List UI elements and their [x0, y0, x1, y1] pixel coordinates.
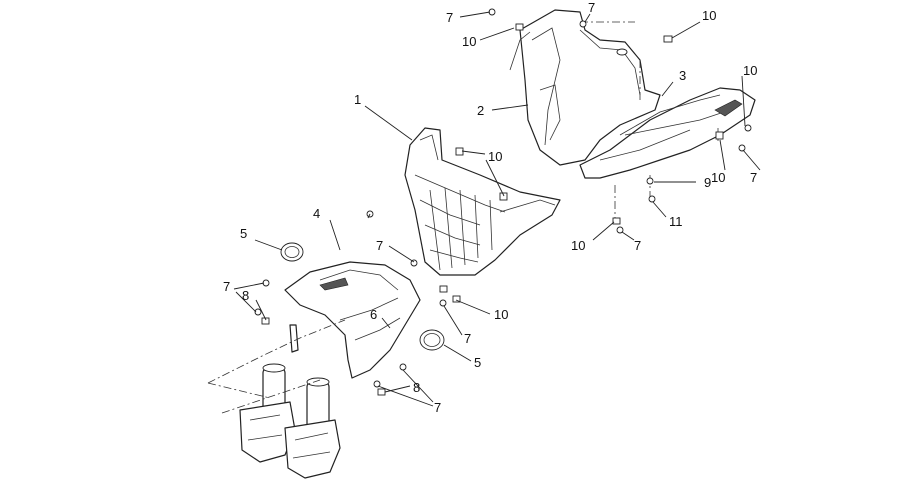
- callout-3: 3: [679, 68, 686, 83]
- callout-8: 8: [413, 380, 420, 395]
- callout-7: 7: [223, 279, 230, 294]
- callout-9: 9: [704, 175, 711, 190]
- callout-11: 11: [669, 214, 683, 229]
- screw-icon: [744, 124, 752, 132]
- callout-10: 10: [571, 238, 585, 253]
- clip-icon: [612, 217, 621, 225]
- callout-7: 7: [634, 238, 641, 253]
- screw-icon: [254, 308, 262, 316]
- leader-lines: [233, 11, 761, 407]
- upper-cover-part-2: [509, 9, 661, 166]
- clip-icon: [663, 35, 673, 43]
- callout-8: 8: [242, 288, 249, 303]
- clip-icon: [499, 192, 508, 201]
- callout-10: 10: [743, 63, 757, 78]
- callout-10: 10: [494, 307, 508, 322]
- clip-icon: [455, 147, 464, 156]
- side-fairing-part-3: [579, 87, 756, 179]
- callout-5: 5: [240, 226, 247, 241]
- callout-5: 5: [474, 355, 481, 370]
- callout-10: 10: [711, 170, 725, 185]
- callout-4: 4: [313, 206, 320, 221]
- callout-7: 7: [464, 331, 471, 346]
- callout-labels: 7 10 7 10 3 2 10 1 10 4 5 7 7 8 6 10 7 5…: [223, 0, 757, 415]
- headlight-grille-part-1: [404, 127, 561, 276]
- grille-mesh: [429, 187, 493, 271]
- callout-2: 2: [477, 103, 484, 118]
- callout-7: 7: [434, 400, 441, 415]
- callout-7: 7: [750, 170, 757, 185]
- screw-icon: [616, 226, 624, 234]
- clip-icon: [515, 23, 524, 31]
- reflector-cap-right-part-5: [419, 329, 445, 351]
- callout-6: 6: [370, 307, 377, 322]
- screw-icon: [646, 177, 654, 185]
- callout-10: 10: [462, 34, 476, 49]
- callout-10: 10: [702, 8, 716, 23]
- screw-icon: [439, 299, 447, 307]
- callout-7: 7: [446, 10, 453, 25]
- callout-10: 10: [488, 149, 502, 164]
- front-mudguard-part-4: [284, 261, 421, 379]
- screw-icon: [373, 380, 381, 388]
- screw-icon: [399, 363, 407, 371]
- clip-icon: [452, 295, 461, 303]
- hardware: [254, 8, 752, 396]
- clip-icon: [377, 388, 386, 396]
- front-fork-legs: [239, 363, 341, 479]
- reflector-cap-left-part-5: [280, 242, 304, 262]
- screw-icon: [579, 20, 587, 28]
- clip-icon: [439, 285, 448, 293]
- callout-7: 7: [376, 238, 383, 253]
- clip-icon: [715, 131, 724, 140]
- callout-1: 1: [354, 92, 361, 107]
- screw-icon: [738, 144, 746, 152]
- callout-7: 7: [588, 0, 595, 15]
- screw-icon: [648, 195, 656, 203]
